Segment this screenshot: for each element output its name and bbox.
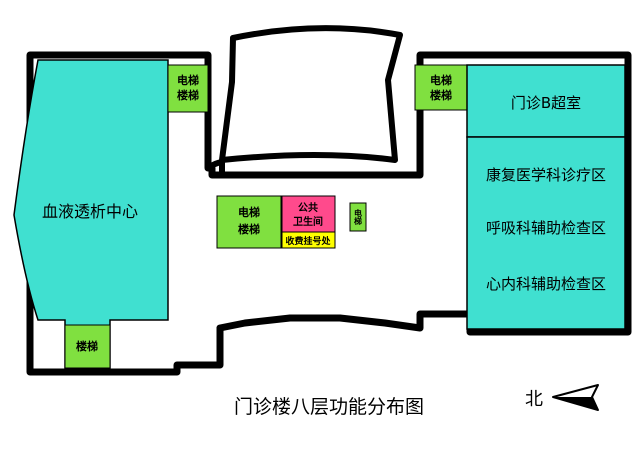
left-stairs-block bbox=[64, 324, 111, 369]
compass-label: 北 bbox=[525, 389, 543, 410]
bultrasound-room-label: 门诊B超室 bbox=[511, 94, 581, 112]
cashier-block bbox=[281, 231, 336, 249]
right-department-area bbox=[466, 136, 626, 330]
left-elevator-label: 电梯 bbox=[177, 73, 199, 87]
rehab-area-label: 康复医学科诊疗区 bbox=[486, 166, 606, 184]
right-elevator-label: 电梯 bbox=[430, 73, 452, 87]
north-arrow-fill-icon bbox=[553, 397, 598, 410]
cardiology-area-label: 心内科辅助检查区 bbox=[486, 275, 606, 293]
center-elevator-stairs-block bbox=[216, 195, 282, 249]
center-small-elevator-label: 电梯 bbox=[354, 208, 363, 226]
dialysis-center-label: 血液透析中心 bbox=[42, 202, 138, 221]
center-stairs-label: 楼梯 bbox=[238, 222, 260, 236]
cashier-label: 收费挂号处 bbox=[285, 235, 331, 247]
center-elevator-label: 电梯 bbox=[238, 205, 260, 219]
map-title: 门诊楼八层功能分布图 bbox=[234, 396, 424, 418]
center-small-elevator-block bbox=[349, 202, 367, 232]
left-stairs-label-1: 楼梯 bbox=[177, 88, 199, 102]
left-bottom-stairs-label: 楼梯 bbox=[76, 339, 98, 353]
public-toilet-block bbox=[281, 195, 336, 233]
right-stairs-label: 楼梯 bbox=[430, 88, 452, 102]
atrium-void bbox=[219, 25, 403, 163]
bultrasound-room bbox=[466, 64, 626, 138]
left-elevator-stairs-block bbox=[167, 64, 209, 113]
toilet-label-1: 公共 bbox=[298, 201, 318, 214]
toilet-label-2: 卫生间 bbox=[293, 215, 323, 228]
right-elevator-stairs-block bbox=[414, 64, 468, 111]
respiratory-area-label: 呼吸科辅助检查区 bbox=[486, 219, 606, 237]
